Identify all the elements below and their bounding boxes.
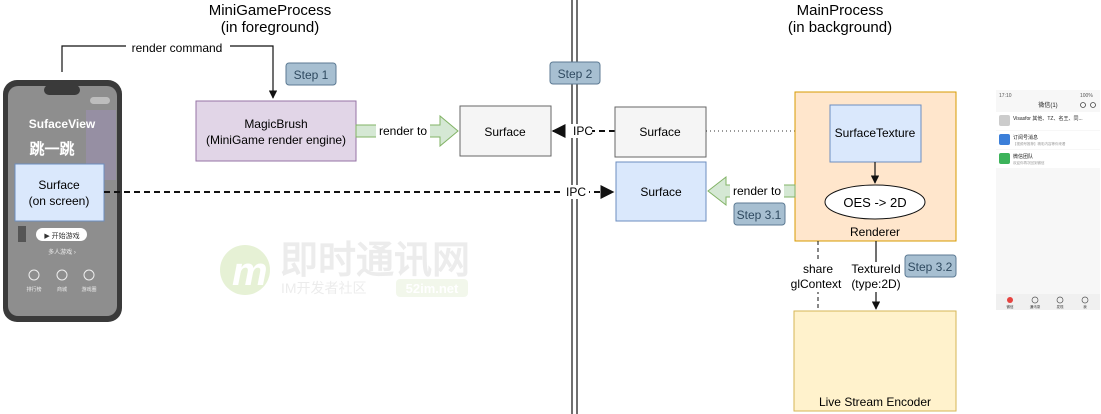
step2-label: Step 2 [558,67,593,81]
render-to-label-2: render to [733,184,781,198]
multi-player-label[interactable]: 多人游戏 › [48,248,76,256]
glcontext-label: glContext [791,277,842,291]
step31-label: Step 3.1 [737,208,782,222]
phone-bottom-item: 游戏圈 [81,286,96,293]
chat-time: 17:10 [999,93,1012,99]
mini-surface-box [459,105,552,157]
magicbrush-box [195,100,357,162]
phone-bottom-item: 排行榜 [26,286,41,293]
main-surface-blue-label: Surface [640,185,682,199]
chat-row-title: 微信团队 [1013,153,1033,160]
textureid-type-label: (type:2D) [851,277,900,291]
chat-tab-label: 通讯录 [1030,304,1041,309]
start-game-button[interactable] [36,228,87,241]
on-screen-surface-label: Surface [38,178,80,192]
contacts-tab-icon[interactable] [1031,296,1039,304]
oes-conversion-ellipse [824,184,926,220]
chat-row[interactable] [996,150,1100,168]
watermark: m 即时通讯网 IM开发者社区 52im.net [220,240,470,297]
on-screen-surface [14,163,105,222]
step31-badge [733,202,786,226]
step1-badge [285,62,337,86]
rank-icon[interactable] [28,269,40,281]
chat-row-title: 订阅号消息 [1013,134,1038,141]
subscription-avatar [999,134,1010,145]
chat-row[interactable] [996,131,1100,149]
magicbrush-subtitle: (MiniGame render engine) [206,133,346,147]
step1-label: Step 1 [294,68,329,82]
me-tab-icon[interactable] [1081,296,1089,304]
watermark-cn: 即时通讯网 [280,240,470,282]
live-stream-encoder-label: Live Stream Encoder [819,395,931,409]
game-piece [18,226,26,242]
watermark-sub: IM开发者社区 [281,280,367,296]
chat-tab-label: 发现 [1057,304,1065,309]
main-surface-top-box [614,106,707,158]
mini-surface-label: Surface [484,125,526,139]
render-to-label: render to [379,124,427,138]
chat-tab-icon[interactable] [1007,297,1013,303]
on-screen-surface-sublabel: (on screen) [29,194,90,208]
ipc-bottom-label: IPC [566,185,586,199]
phone-mockup: SufaceView 跳一跳 Surface (on screen) ▶ 开始游… [3,80,122,322]
circle-icon[interactable] [83,269,95,281]
ipc-top-label: IPC [573,124,593,138]
wechat-team-avatar [999,153,1010,164]
mini-process-title: MiniGameProcess [209,2,332,19]
chat-battery: 100% [1080,93,1093,99]
chat-row-subtitle: 【视频号推荐】精彩内容等你来看 [1013,141,1066,146]
watermark-site-badge [396,279,468,297]
chat-tab-label: 我 [1083,304,1087,309]
step32-label: Step 3.2 [908,260,953,274]
phone-notch [44,85,80,95]
main-surface-blue-box [615,161,707,222]
oes-conversion-label: OES -> 2D [843,195,906,210]
magicbrush-title: MagicBrush [244,117,307,131]
chat-tab-label: 微信 [1007,304,1015,309]
main-process-subtitle: (in background) [788,19,892,36]
watermark-site: 52im.net [406,281,459,296]
game-logo: 跳一跳 [29,140,74,158]
start-game-label: ▶ 开始游戏 [44,231,79,240]
phone-capsule-button [90,97,110,104]
discover-tab-icon[interactable] [1056,296,1064,304]
group-avatar [999,115,1010,126]
chat-screenshot: 17:10 100% 微信(1) Visasfor 其他、TZ、名王、同... … [996,90,1100,310]
main-surface-top-label: Surface [639,125,681,139]
mini-process-subtitle: (in foreground) [221,19,319,36]
chat-row-title: Visasfor 其他、TZ、名王、同... [1013,115,1083,122]
main-process-title: MainProcess [797,2,884,19]
phone-bottom-item: 商城 [57,286,67,293]
renderer-title: Renderer [850,225,900,239]
step32-badge [904,254,957,278]
textureid-label: TextureId [851,262,900,276]
add-icon[interactable] [1090,102,1096,108]
surfacetexture-label: SurfaceTexture [835,126,916,140]
watermark-logo [220,245,270,295]
live-stream-encoder-box [793,310,957,412]
svg-text:m: m [232,250,268,294]
shop-icon[interactable] [56,269,68,281]
chat-header: 微信(1) [1038,101,1057,109]
chat-row-subtitle: 欢迎你再次回到微信 [1013,160,1045,165]
surfaceview-title: SufaceView [29,117,96,131]
search-icon[interactable] [1080,102,1086,108]
step2-badge [549,61,601,85]
render-command-label: render command [132,41,223,55]
chat-row[interactable] [996,112,1100,130]
share-label: share [803,262,833,276]
chat-tab-bar [996,294,1100,310]
